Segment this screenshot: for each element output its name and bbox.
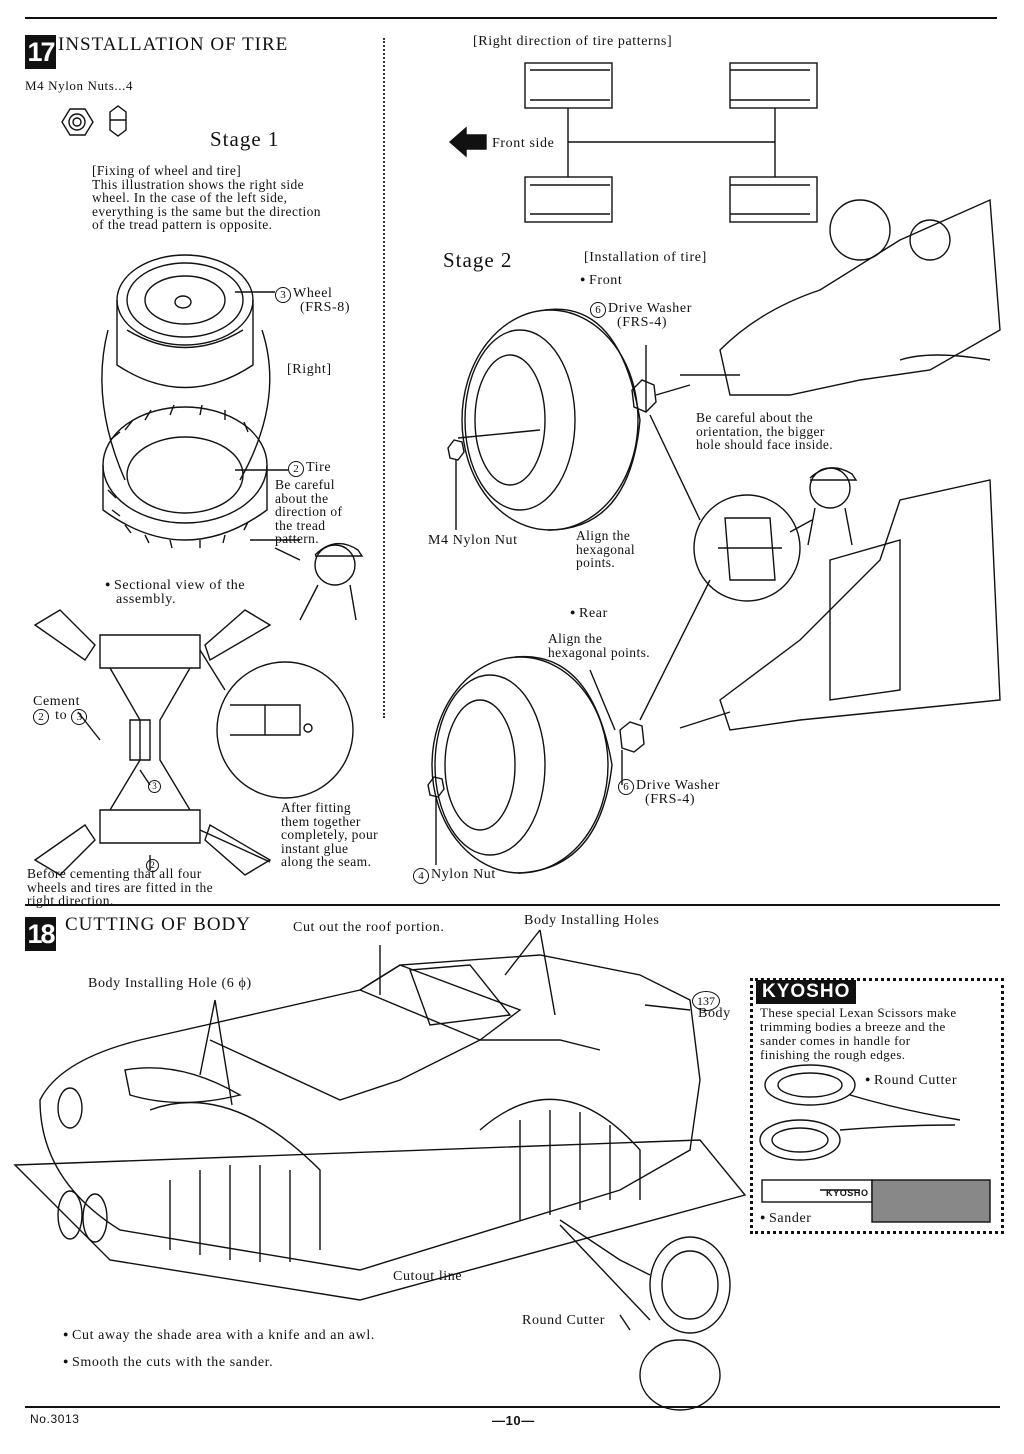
cut-roof-label: Cut out the roof portion. [293, 920, 445, 935]
rear-chassis-drawing [679, 479, 1001, 731]
rear-drive-washer-code: (FRS-4) [645, 792, 696, 807]
page-number: —10— [492, 1413, 535, 1428]
installation-label: [Installation of tire] [584, 250, 707, 265]
body-holes-label: Body Installing Holes [524, 913, 660, 928]
sectional-label-2: assembly. [116, 592, 177, 607]
kyosho-tools-drawing [759, 1064, 991, 1223]
car-body-drawing [13, 929, 747, 1301]
front-label: Front [580, 274, 622, 288]
fit-arrows [101, 329, 271, 481]
section-label-2: 2 [146, 857, 161, 872]
instruction-cut: Cut away the shade area with a knife and… [63, 1329, 375, 1343]
rear-label: Rear [570, 607, 608, 621]
bottom-rule [25, 1406, 1000, 1408]
instruction-smooth: Smooth the cuts with the sander. [63, 1356, 273, 1370]
rear-tire-drawing [427, 655, 645, 874]
round-cutter-label: Round Cutter [522, 1313, 606, 1328]
body-part-number: 137 [692, 991, 722, 1011]
round-cutter-drawing [559, 1219, 731, 1411]
kyosho-round-cutter-label: Round Cutter [865, 1074, 957, 1088]
section-18-title: CUTTING OF BODY [65, 914, 251, 935]
step-18-badge: 18 [25, 917, 56, 951]
front-side-label: Front side [492, 136, 555, 151]
tire-pattern-diagram [448, 62, 818, 223]
body-hole-label: Body Installing Hole (6 ϕ) [88, 976, 252, 991]
drive-washer-code: (FRS-4) [617, 315, 668, 330]
mechanic-character-2 [789, 467, 858, 546]
mechanic-character [274, 542, 364, 621]
section-label-3: 3 [148, 778, 163, 793]
parts-list: M4 Nylon Nuts...4 [25, 78, 134, 93]
cement-label: Cement [33, 694, 81, 709]
front-tire-drawing [447, 308, 691, 531]
stage2-title: Stage 2 [443, 248, 513, 272]
section-17-title: INSTALLATION OF TIRE [58, 34, 289, 55]
top-rule [25, 17, 997, 19]
front-chassis-drawing [680, 198, 1001, 396]
m4-nylon-nut-label: M4 Nylon Nut [428, 533, 518, 548]
wheel-rim-drawing [116, 254, 254, 389]
sectional-label: Sectional view of the [105, 579, 245, 593]
sander-brand-label: KYOSHO [826, 1188, 869, 1198]
tire-pattern-title: [Right direction of tire patterns] [473, 34, 673, 49]
body-label: Body [698, 1006, 731, 1021]
right-label: [Right] [287, 362, 332, 377]
stage1-note: [Fixing of wheel and tire]This illustrat… [92, 163, 321, 232]
step-17-badge: 17 [25, 35, 56, 69]
column-divider [383, 38, 385, 718]
washer-callout [639, 414, 801, 721]
stage1-title: Stage 1 [210, 127, 280, 151]
cutout-line-label: Cutout line [393, 1269, 463, 1284]
sander-label: Sander [760, 1212, 812, 1226]
sectional-view [33, 609, 354, 876]
kyosho-tools-box [750, 978, 1004, 1234]
kyosho-logo: KYOSHO [756, 980, 857, 1004]
section-divider [25, 904, 1000, 906]
nut-icons [61, 105, 127, 137]
cement-parts: 2 to 3 [33, 709, 89, 725]
model-number: No.3013 [30, 1412, 80, 1426]
wheel-code: (FRS-8) [300, 300, 351, 315]
